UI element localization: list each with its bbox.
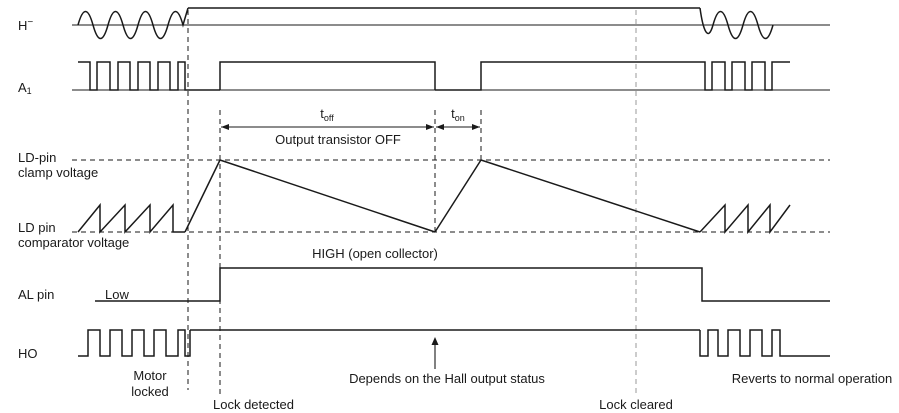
reverts-label: Reverts to normal operation [732,371,892,386]
toff-arrowhead-left [221,124,229,130]
ho-pulse-train-before [78,329,191,357]
a1-pulse-train-before [78,61,220,91]
al-low-label: Low [105,287,129,302]
ton-label: ton [451,106,465,123]
a1-label: A1 [18,80,32,96]
al-row: AL pin Low HIGH (open collector) [18,246,830,302]
al-pin-signal [95,267,830,302]
ld-discharge-1 [219,159,436,233]
ld-row: LD-pin clamp voltage LD pin comparator v… [18,150,830,250]
ld-sawtooth-before [77,202,185,235]
a1-row: A1 [18,61,830,96]
al-pin-label: AL pin [18,287,54,302]
a1-lock-pulse-toff [219,61,436,90]
toff-arrowhead-right [426,124,434,130]
ld-comp-label-1: LD pin [18,220,56,235]
al-high-label: HIGH (open collector) [312,246,438,261]
hall-row: H− [18,7,830,40]
ld-sawtooth-after [699,202,791,235]
ho-pulse-train-after [699,329,830,357]
hall-label: H− [18,17,33,33]
ho-row: HO [18,329,830,369]
ld-discharge-2 [480,159,701,233]
toff-label: toff [320,106,334,123]
timing-annotations: toff ton Output transistor OFF [221,106,480,147]
output-transistor-off-label: Output transistor OFF [275,132,401,147]
motor-locked-label-2: locked [131,384,169,399]
ld-charge-2 [434,159,482,233]
hall-sine-wave-after [699,7,774,40]
ho-label: HO [18,346,38,361]
depends-label: Depends on the Hall output status [349,371,545,386]
a1-lock-pulse-ton [435,61,700,91]
ld-clamp-label-2: clamp voltage [18,165,98,180]
ld-clamp-label-1: LD-pin [18,150,56,165]
ld-charge-1 [184,159,221,233]
depends-arrowhead [431,337,439,345]
a1-pulse-train-after [700,61,790,91]
lock-detected-label: Lock detected [213,397,294,412]
motor-locked-label-1: Motor [133,368,167,383]
hall-sine-wave-before [77,7,189,40]
bottom-annotations: Motor locked Depends on the Hall output … [131,368,892,412]
ton-arrowhead-right [472,124,480,130]
lock-cleared-label: Lock cleared [599,397,673,412]
ton-arrowhead-left [436,124,444,130]
ld-comp-label-2: comparator voltage [18,235,129,250]
